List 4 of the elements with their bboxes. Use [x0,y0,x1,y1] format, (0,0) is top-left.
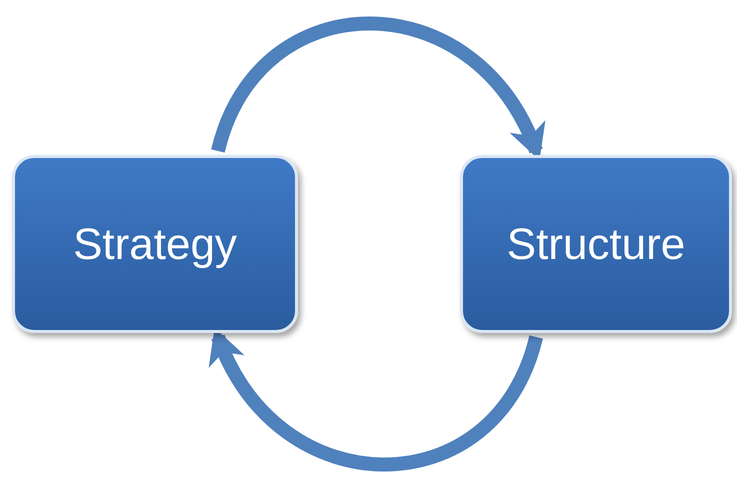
box-label: Strategy [73,218,237,270]
box-label: Structure [506,218,686,270]
process-box [12,155,298,333]
process-box [460,155,732,333]
